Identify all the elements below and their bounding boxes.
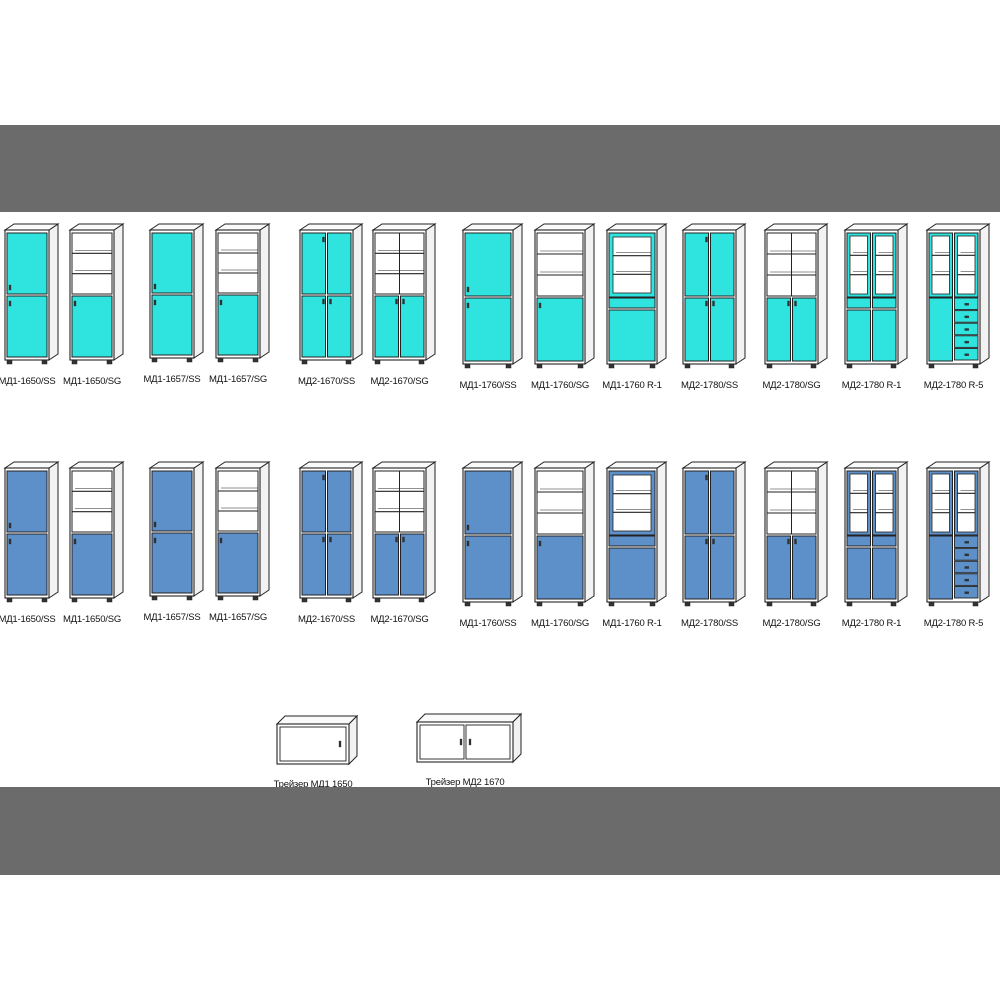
cabinet-catalog: МД1-1650/SS МД1-1650/SG МД1-1657/SS МД1-165… (0, 212, 1000, 787)
cabinet-label: МД1-1760/SS (459, 380, 516, 391)
cabinet-label: МД1-1657/SG (209, 612, 267, 623)
cabinet-label: МД2-1780/SG (762, 380, 820, 391)
cabinet-label: МД1-1650/SS (0, 614, 56, 625)
cabinet-мд1-1657-ss: МД1-1657/SS (143, 461, 205, 623)
cabinet-мд1-1650-ss: МД1-1650/SS (0, 223, 60, 387)
cabinet-label: МД2-1780/SS (681, 618, 738, 629)
cabinet-label: МД1-1650/SG (63, 376, 121, 387)
cabinet-label: МД1-1650/SS (0, 376, 56, 387)
cabinet-мд2-1780-r-1: МД2-1780 R-1 (842, 223, 909, 391)
cabinet-мд1-1760-sg: МД1-1760/SG (531, 461, 596, 629)
cabinet-label: МД1-1760 R-1 (602, 380, 661, 391)
cabinet-label: МД1-1657/SG (209, 374, 267, 385)
cabinet-мд2-1780-r-1: МД2-1780 R-1 (842, 461, 909, 629)
cabinet-мд2-1780-r-5: МД2-1780 R-5 (924, 223, 991, 391)
cabinet-мд1-1657-ss: МД1-1657/SS (143, 223, 205, 385)
cabinet-label: МД1-1760/SS (459, 618, 516, 629)
cabinet-мд1-1760-r-1: МД1-1760 R-1 (602, 223, 668, 391)
bottom-gray-band (0, 787, 1000, 875)
cabinet-label: МД2-1670/SG (370, 614, 428, 625)
cabinet-мд1-1650-sg: МД1-1650/SG (63, 461, 125, 625)
cabinet-label: МД1-1650/SG (63, 614, 121, 625)
cabinet-label: МД2-1780 R-1 (842, 618, 901, 629)
cabinet-мд1-1650-sg: МД1-1650/SG (63, 223, 125, 387)
trailer-label: Трейзер МД2 1670 (426, 777, 505, 787)
cabinet-мд1-1760-r-1: МД1-1760 R-1 (602, 461, 668, 629)
cabinet-label: МД2-1670/SS (298, 376, 355, 387)
cabinet-мд2-1780-sg: МД2-1780/SG (762, 461, 829, 629)
cabinet-мд2-1780-ss: МД2-1780/SS (681, 223, 747, 391)
top-gray-band (0, 125, 1000, 212)
cabinet-мд1-1760-sg: МД1-1760/SG (531, 223, 596, 391)
cabinet-label: МД1-1760 R-1 (602, 618, 661, 629)
trailer-1: Трейзер МД1 1650 (274, 714, 359, 787)
cabinet-label: МД1-1760/SG (531, 380, 589, 391)
cabinet-label: МД2-1780 R-1 (842, 380, 901, 391)
cabinet-label: МД1-1657/SS (143, 612, 200, 623)
cabinet-label: МД2-1780/SS (681, 380, 738, 391)
cabinet-мд2-1780-r-5: МД2-1780 R-5 (924, 461, 991, 629)
cabinet-мд2-1670-sg: МД2-1670/SG (370, 461, 437, 625)
cabinet-мд1-1650-ss: МД1-1650/SS (0, 461, 60, 625)
cabinet-label: МД2-1670/SS (298, 614, 355, 625)
cabinet-label: МД1-1760/SG (531, 618, 589, 629)
cabinet-мд1-1657-sg: МД1-1657/SG (209, 461, 271, 623)
cabinet-label: МД2-1780/SG (762, 618, 820, 629)
cabinet-мд2-1670-ss: МД2-1670/SS (298, 223, 364, 387)
cabinet-label: МД1-1657/SS (143, 374, 200, 385)
cabinet-мд2-1780-ss: МД2-1780/SS (681, 461, 747, 629)
cabinet-мд2-1670-ss: МД2-1670/SS (298, 461, 364, 625)
cabinet-label: МД2-1670/SG (370, 376, 428, 387)
cabinet-мд2-1670-sg: МД2-1670/SG (370, 223, 437, 387)
cabinet-label: МД2-1780 R-5 (924, 618, 983, 629)
trailer-label: Трейзер МД1 1650 (274, 779, 353, 787)
cabinet-мд1-1760-ss: МД1-1760/SS (459, 461, 524, 629)
cabinet-label: МД2-1780 R-5 (924, 380, 983, 391)
trailer-2: Трейзер МД2 1670 (415, 712, 523, 787)
cabinet-мд2-1780-sg: МД2-1780/SG (762, 223, 829, 391)
cabinet-мд1-1760-ss: МД1-1760/SS (459, 223, 524, 391)
catalog-drawing: МД1-1650/SS МД1-1650/SG МД1-1657/SS МД1-165… (0, 223, 991, 787)
cabinet-мд1-1657-sg: МД1-1657/SG (209, 223, 271, 385)
